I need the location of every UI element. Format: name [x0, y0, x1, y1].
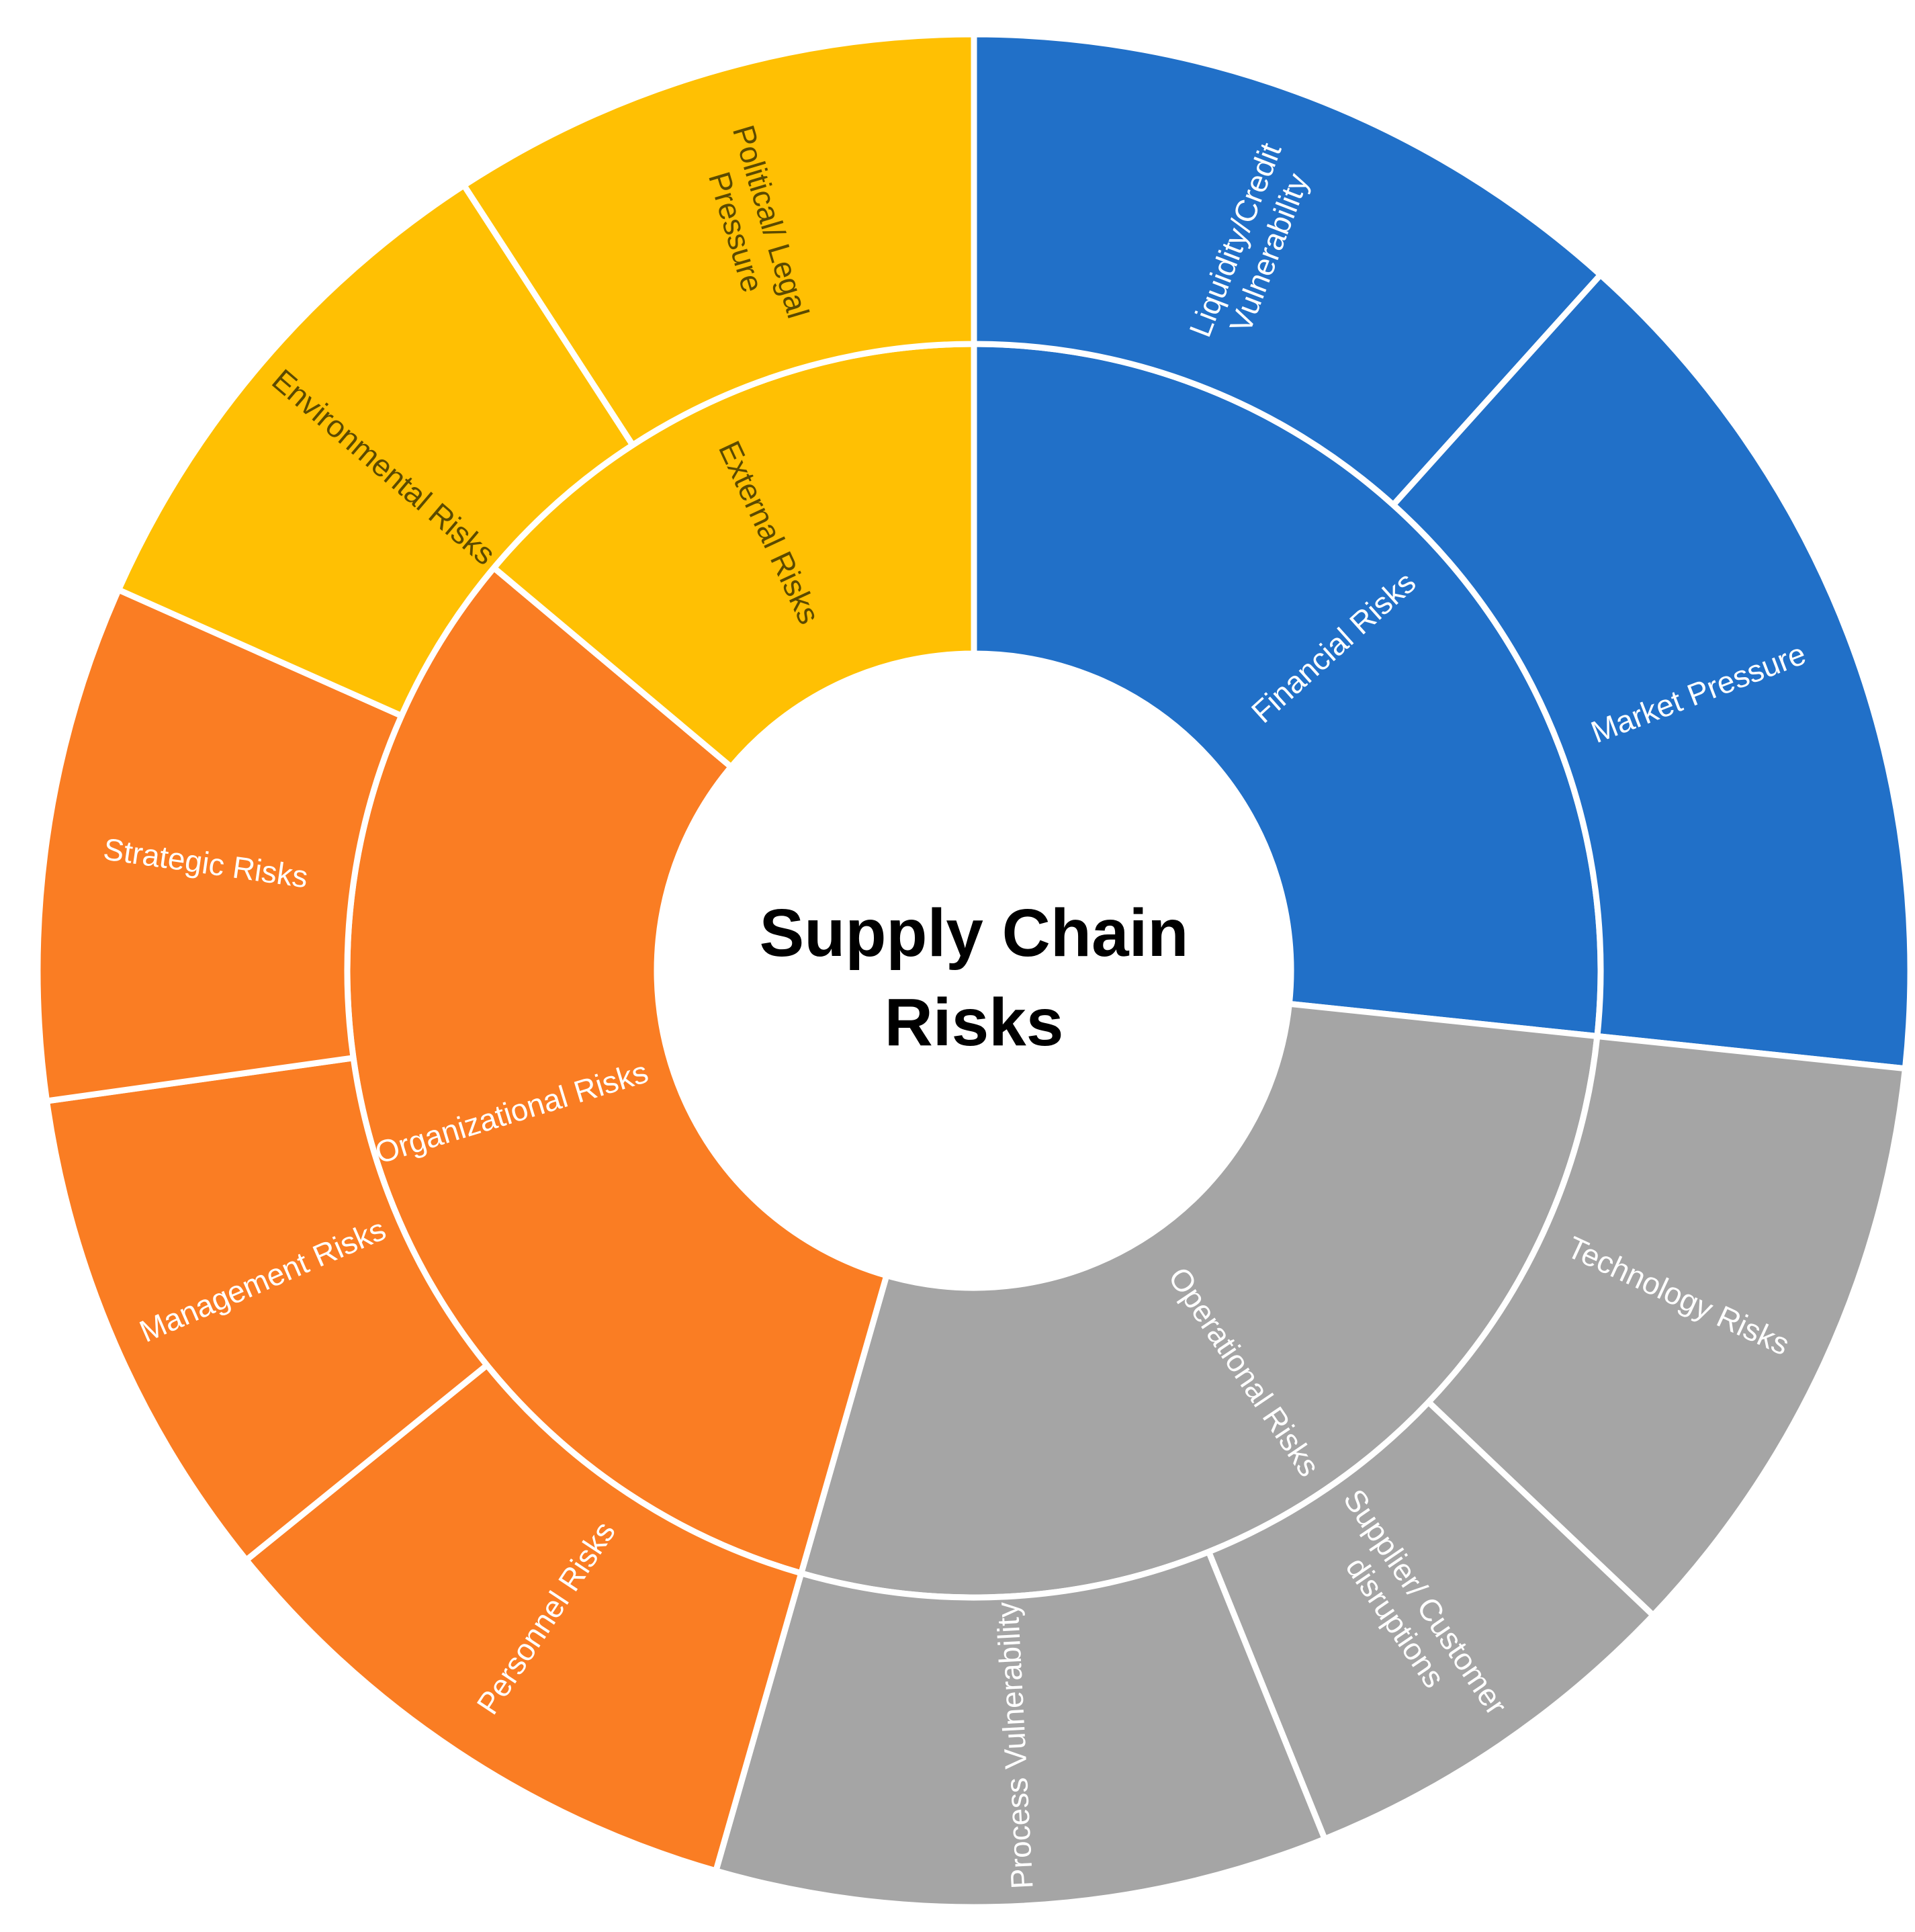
chart-center-hole [657, 654, 1291, 1288]
segment-liquidity-credit-vulnerability [971, 31, 1604, 509]
segment-technology-risks [1425, 1033, 1908, 1619]
segment-process-vulnerability [713, 1548, 1328, 1911]
segment-management-risks [44, 1055, 490, 1563]
segment-personnel-risks [243, 1362, 805, 1874]
segment-strategic-risks [34, 586, 405, 1104]
segment-market-pressure [1390, 271, 1914, 1072]
segment-political-legal-pressure [461, 31, 977, 448]
